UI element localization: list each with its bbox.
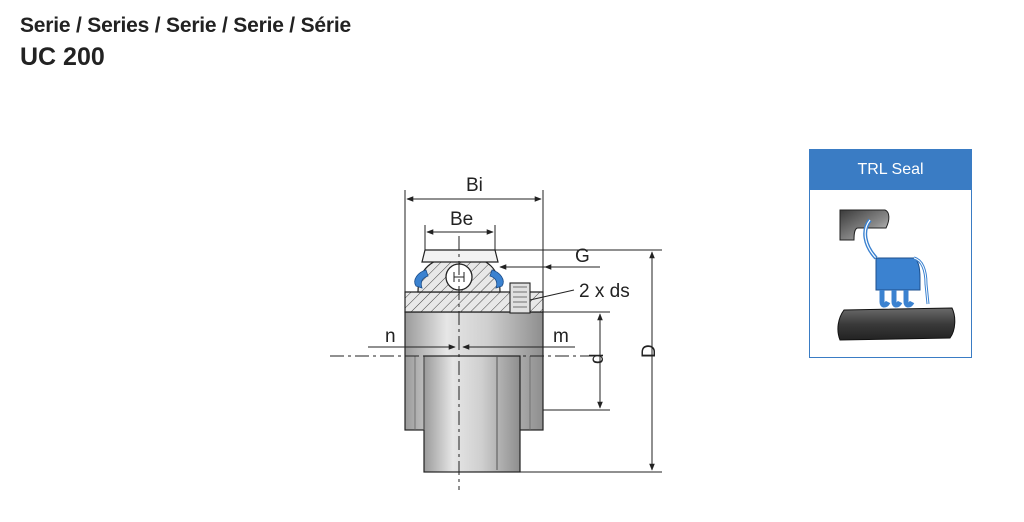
set-screw — [509, 282, 531, 314]
dimension-d — [543, 311, 610, 411]
dimension-big-d — [480, 249, 662, 473]
leader-ds — [529, 289, 575, 301]
label-d-large: D — [639, 344, 660, 358]
seal-body — [875, 256, 930, 308]
model-title: UC 200 — [20, 43, 105, 71]
label-d-small: d — [587, 353, 608, 364]
center-lines — [330, 236, 600, 490]
label-m: m — [553, 326, 569, 347]
trl-seal-title: TRL Seal — [810, 150, 971, 190]
label-ds: 2 x ds — [579, 281, 630, 302]
label-bi: Bi — [466, 175, 483, 196]
seal-spring-lip — [863, 218, 878, 260]
dimension-be — [424, 225, 496, 250]
series-title: Serie / Series / Serie / Serie / Série — [20, 14, 351, 37]
label-n: n — [385, 326, 396, 347]
trl-seal-panel: TRL Seal — [809, 149, 972, 358]
seal-lips — [414, 269, 504, 289]
label-be: Be — [450, 209, 473, 230]
seal-housing — [839, 209, 890, 241]
trl-seal-illustration — [837, 209, 956, 341]
shaft — [837, 307, 956, 341]
dimension-bi — [404, 190, 544, 292]
label-g: G — [575, 246, 590, 267]
inner-ring-body — [404, 311, 544, 473]
ball — [445, 263, 473, 291]
dimension-g — [495, 249, 620, 270]
title-block: Serie / Series / Serie / Serie / Série U… — [20, 14, 351, 72]
